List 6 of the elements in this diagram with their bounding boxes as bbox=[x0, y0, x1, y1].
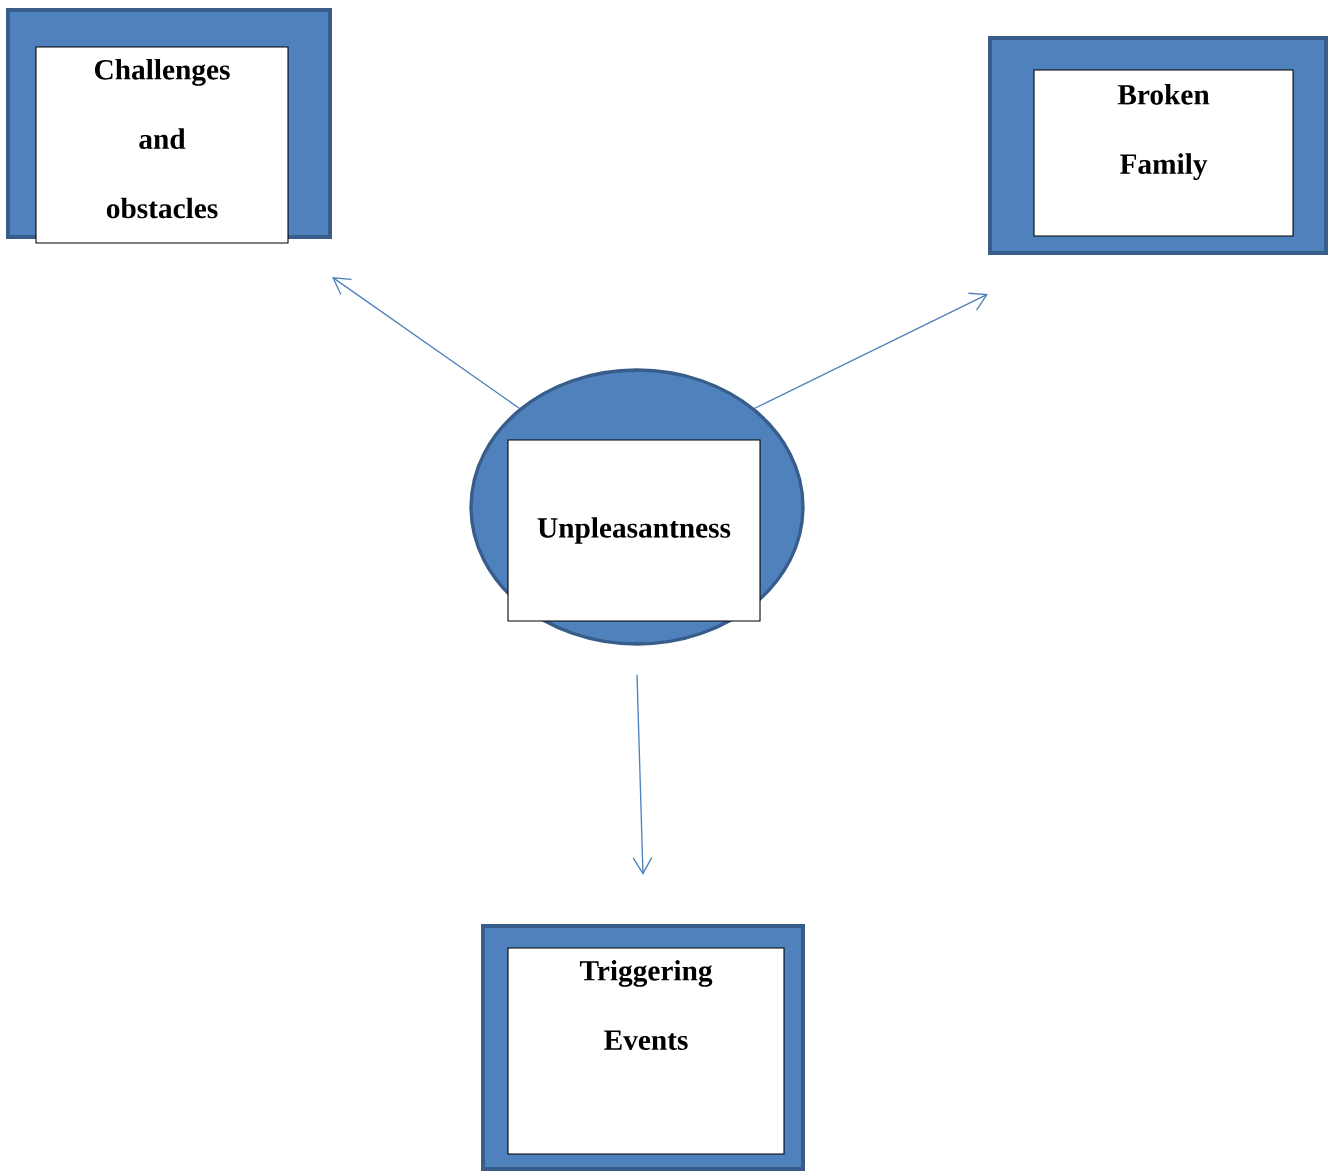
text-box: Challenges and obstacles bbox=[35, 46, 289, 244]
arrow bbox=[332, 277, 520, 409]
arrow bbox=[632, 674, 653, 875]
text-box: Broken Family bbox=[1033, 69, 1294, 237]
text-box: Triggering Events bbox=[507, 947, 785, 1155]
arrow bbox=[754, 292, 988, 409]
